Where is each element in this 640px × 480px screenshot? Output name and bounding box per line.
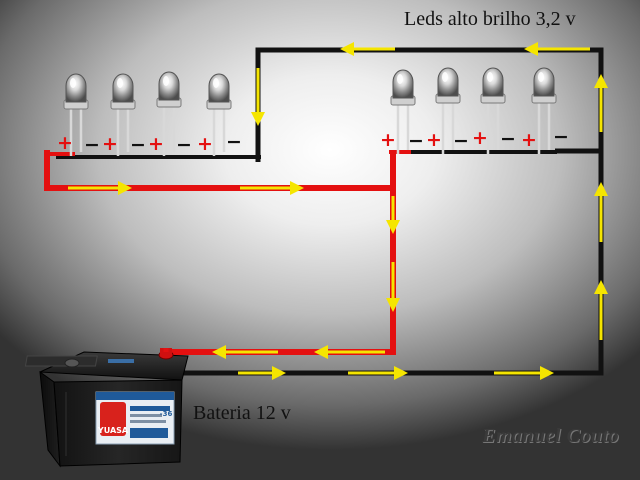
arrow-right — [238, 366, 286, 380]
arrow-right — [494, 366, 554, 380]
led — [531, 67, 557, 154]
arrow-down — [386, 262, 400, 312]
minus-sign: − — [553, 126, 569, 148]
battery-brand-badge — [100, 402, 126, 436]
led — [390, 69, 416, 154]
plus-sign: + — [197, 133, 213, 155]
plus-sign: + — [380, 129, 396, 151]
arrow-left — [212, 345, 278, 359]
minus-sign: − — [453, 130, 469, 152]
led — [206, 73, 232, 156]
arrow-left — [524, 42, 590, 56]
positive-wire-main-feed — [163, 152, 396, 355]
battery-brand-text: YUASA — [97, 426, 129, 435]
author-signature: Emanuel Couto — [482, 425, 620, 447]
plus-sign: + — [57, 132, 73, 154]
arrow-down — [251, 68, 265, 126]
led-group-left — [63, 71, 232, 156]
led — [435, 67, 461, 154]
plus-sign: + — [472, 127, 488, 149]
minus-sign: − — [130, 134, 146, 156]
arrow-right — [68, 181, 132, 195]
arrow-up — [594, 74, 608, 132]
battery-model-text: -36 — [160, 410, 173, 418]
positive-wires — [44, 150, 396, 355]
battery-caption: Bateria 12 v — [193, 402, 291, 424]
arrow-right — [240, 181, 304, 195]
arrow-left — [314, 345, 385, 359]
battery-terminal-negative — [64, 358, 80, 368]
plus-sign: + — [426, 129, 442, 151]
led — [480, 67, 506, 154]
led — [110, 73, 136, 156]
minus-sign: − — [226, 131, 242, 153]
minus-sign: − — [500, 128, 516, 150]
arrow-down — [386, 196, 400, 234]
plus-sign: + — [102, 133, 118, 155]
left-group-series-bar-red — [47, 152, 75, 156]
current-arrows — [68, 42, 608, 380]
plus-sign: + — [148, 133, 164, 155]
minus-sign: − — [408, 130, 424, 152]
plus-sign: + — [521, 129, 537, 151]
left-group-series-bar — [56, 155, 261, 159]
arrow-right — [348, 366, 408, 380]
arrow-up — [594, 280, 608, 340]
minus-sign: − — [176, 134, 192, 156]
led-group-caption: Leds alto brilho 3,2 v — [404, 8, 576, 30]
led-series-bars — [47, 150, 557, 159]
right-group-series-bar — [395, 150, 557, 154]
led-group-right — [390, 67, 557, 154]
right-group-series-bar-red — [389, 150, 411, 154]
led — [63, 73, 89, 156]
minus-sign: − — [84, 134, 100, 156]
arrow-left — [340, 42, 395, 56]
led — [156, 71, 182, 156]
arrow-up — [594, 182, 608, 242]
battery: YUASA -36 — [24, 348, 189, 468]
